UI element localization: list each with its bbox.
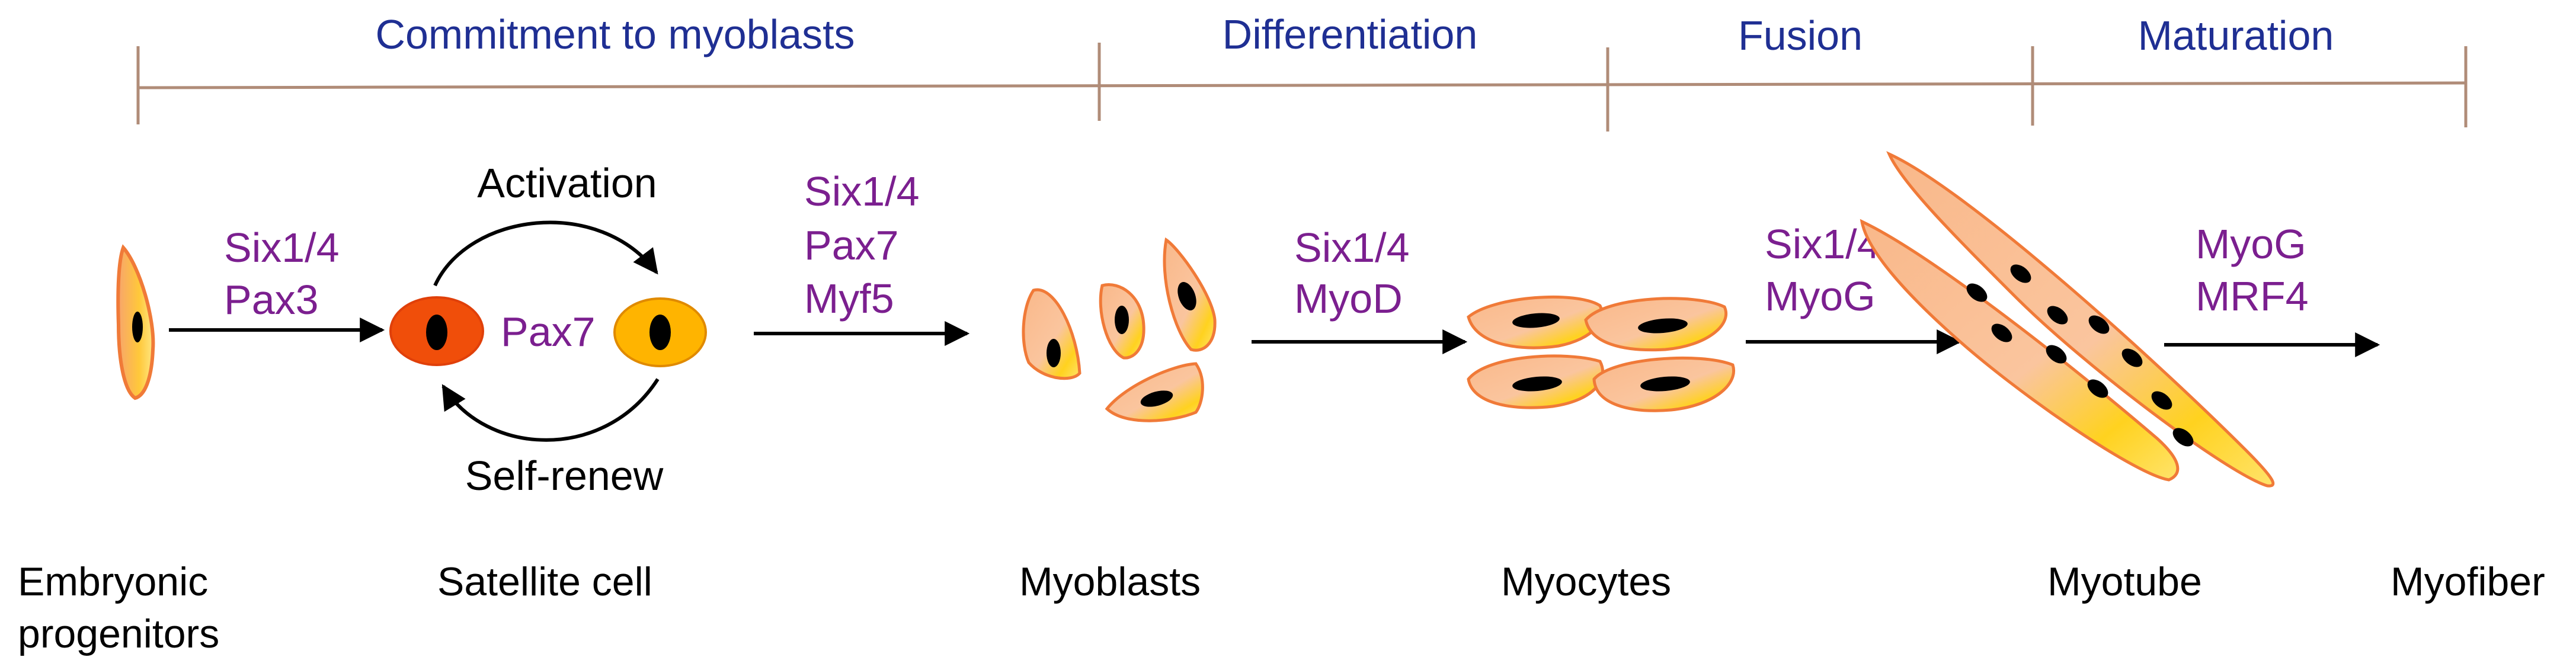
- factor-label: Six1/4: [1765, 221, 1880, 267]
- stage-label-satellite: Satellite cell: [437, 559, 652, 604]
- myocyte-cells-icon: [1467, 295, 1735, 412]
- timeline: [136, 43, 2468, 132]
- nucleus-icon: [2087, 379, 2108, 398]
- factor-label: MyoD: [1294, 275, 1403, 322]
- nucleus-icon: [426, 315, 447, 350]
- factor-label: Myf5: [804, 275, 894, 322]
- satellite-cell-active-icon: [389, 296, 484, 366]
- factor-label: MyoG: [1765, 273, 1876, 319]
- stage-label-embryonic: Embryonic: [18, 559, 208, 604]
- factor-label: MRF4: [2196, 273, 2309, 319]
- nucleus-icon: [2010, 264, 2031, 283]
- nucleus-icon: [1991, 323, 2012, 342]
- nucleus-icon: [132, 312, 143, 342]
- phase-label-maturation: Maturation: [2138, 12, 2334, 59]
- nucleus-icon: [2172, 428, 2194, 447]
- stage-label-myotube: Myotube: [2047, 559, 2202, 604]
- stage-label-myofiber: Myofiber: [2391, 559, 2545, 604]
- phase-label-fusion: Fusion: [1738, 12, 1863, 59]
- satellite-factor-label: Pax7: [501, 309, 596, 355]
- timeline-bar: [137, 81, 2466, 89]
- nucleus-icon: [649, 315, 671, 350]
- myoblast-cells-icon: [1022, 237, 1217, 422]
- phase-label-differentiation: Differentiation: [1223, 11, 1478, 57]
- nucleus-icon: [1047, 339, 1061, 367]
- stage-label-myoblasts: Myoblasts: [1019, 559, 1201, 604]
- nucleus-icon: [1638, 318, 1688, 334]
- satellite-cell-renew-icon: [613, 297, 707, 367]
- nucleus-icon: [1115, 306, 1129, 334]
- nucleus-icon: [2151, 391, 2172, 410]
- nucleus-icon: [1177, 282, 1196, 310]
- activation-label: Activation: [477, 160, 657, 206]
- stage-label-embryonic-2: progenitors: [18, 611, 219, 656]
- nucleus-icon: [2047, 306, 2068, 325]
- factor-label: Pax7: [804, 222, 899, 268]
- nucleus-icon: [2121, 348, 2143, 367]
- self-renew-label: Self-renew: [465, 453, 664, 499]
- activation-arrow-icon: [433, 220, 658, 287]
- nucleus-icon: [1640, 376, 1690, 392]
- factor-label: Pax3: [224, 277, 319, 323]
- self-renew-arrow-icon: [441, 378, 660, 442]
- myotube-icon: [1860, 151, 2275, 488]
- nucleus-icon: [2046, 345, 2067, 364]
- nucleus-icon: [1140, 390, 1173, 407]
- factor-label: MyoG: [2196, 221, 2306, 267]
- nucleus-icon: [1512, 376, 1562, 392]
- nucleus-icon: [1966, 283, 1988, 302]
- phase-label-commitment: Commitment to myoblasts: [375, 11, 855, 57]
- progenitor-cell-icon: [116, 244, 155, 400]
- factor-label: Six1/4: [804, 168, 920, 214]
- stage-label-myocytes: Myocytes: [1501, 559, 1671, 604]
- nucleus-icon: [2088, 315, 2110, 334]
- factor-label: Six1/4: [224, 225, 340, 271]
- factor-label: Six1/4: [1294, 225, 1410, 271]
- nucleus-icon: [1512, 313, 1560, 328]
